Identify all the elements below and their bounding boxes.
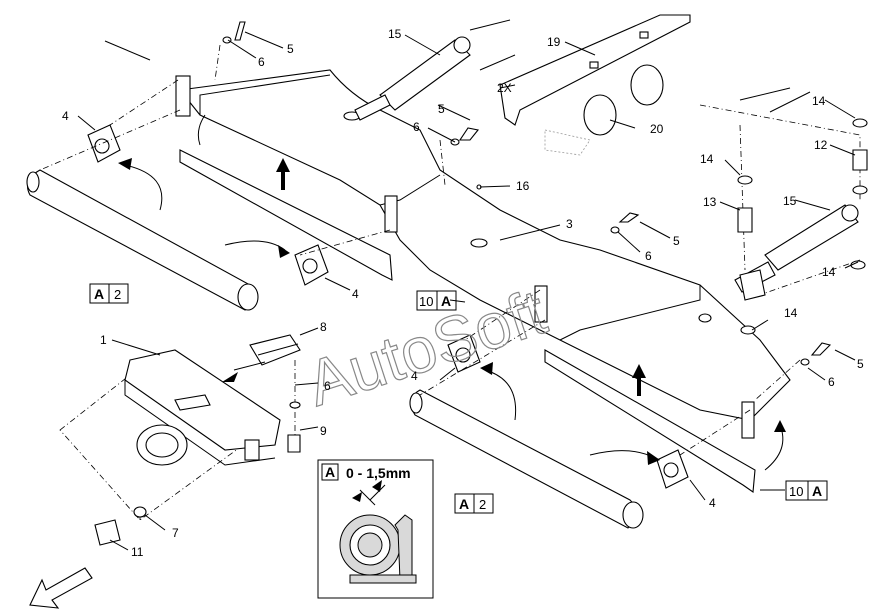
svg-text:A: A [441, 293, 451, 309]
svg-text:A: A [94, 286, 104, 302]
curved-arrows [118, 114, 786, 471]
label-4b: 4 [352, 287, 359, 301]
label-6b: 6 [413, 120, 420, 134]
label-20: 20 [650, 122, 664, 136]
svg-text:A: A [812, 483, 822, 499]
leader-lines [77, 31, 859, 551]
slotted-bracket-part-19 [499, 14, 691, 126]
label-14b: 14 [700, 152, 714, 166]
main-frame-part-3 [175, 69, 791, 439]
label-5d: 5 [857, 357, 864, 371]
ref-box-10a-mid: 10 A [416, 290, 457, 311]
label-3: 3 [566, 217, 573, 231]
label-15b: 15 [783, 194, 797, 208]
flat-bar-lower [544, 349, 756, 493]
label-19: 19 [547, 35, 561, 49]
label-15a: 15 [388, 27, 402, 41]
direction-arrow [29, 567, 93, 609]
roller-lower-right [409, 389, 644, 529]
label-14a: 14 [812, 94, 826, 108]
detail-a-inset: A 0 - 1,5mm [317, 459, 434, 599]
hydraulic-cylinder-upper [354, 19, 516, 121]
label-1: 1 [100, 333, 107, 347]
label-6a: 6 [258, 55, 265, 69]
label-13: 13 [703, 195, 717, 209]
ref-box-10a-right: 10 A [785, 480, 828, 501]
svg-text:2: 2 [479, 497, 486, 512]
detail-spec: 0 - 1,5mm [346, 465, 411, 481]
detail-letter: A [325, 464, 335, 480]
up-arrow-left [276, 158, 290, 190]
roller-upper-left [26, 169, 259, 311]
tow-bracket-part-1 [124, 349, 281, 466]
label-7: 7 [172, 526, 179, 540]
svg-text:10: 10 [789, 484, 803, 499]
svg-text:10: 10 [419, 294, 433, 309]
label-16: 16 [516, 179, 530, 193]
bearing-block-4b [294, 244, 329, 286]
hose-clamps-part-20 [544, 64, 664, 156]
bracket-part-8 [222, 334, 301, 382]
label-5c: 5 [673, 234, 680, 248]
pins-and-washers [737, 118, 868, 335]
ref-box-a2-bottom: A 2 [454, 493, 494, 514]
label-14c: 14 [822, 265, 836, 279]
ref-box-a2-left: A 2 [89, 283, 129, 304]
up-arrow-right [632, 364, 646, 396]
label-4d: 4 [709, 496, 716, 510]
label-11: 11 [131, 545, 144, 559]
label-2x: 2X [497, 81, 512, 95]
part-number-labels: 1 2X 3 4 4 4 4 5 5 5 5 6 6 6 6 6 7 8 9 1… [62, 27, 864, 559]
label-14d: 14 [784, 306, 798, 320]
label-5b: 5 [438, 102, 445, 116]
fasteners [94, 21, 832, 546]
bearing-block-4c [447, 334, 481, 373]
label-8: 8 [320, 320, 327, 334]
flat-bar-upper [179, 149, 393, 281]
label-4c: 4 [411, 369, 418, 383]
label-9: 9 [320, 424, 327, 438]
label-6d: 6 [324, 379, 331, 393]
svg-text:2: 2 [114, 287, 121, 302]
label-12: 12 [814, 138, 828, 152]
bearing-block-4a [87, 124, 121, 163]
label-5a: 5 [287, 42, 294, 56]
svg-text:A: A [459, 496, 469, 512]
label-6e: 6 [828, 375, 835, 389]
label-6c: 6 [645, 249, 652, 263]
hydraulic-cylinder-right [734, 87, 859, 293]
label-4a: 4 [62, 109, 69, 123]
bearing-block-4d [656, 449, 689, 489]
